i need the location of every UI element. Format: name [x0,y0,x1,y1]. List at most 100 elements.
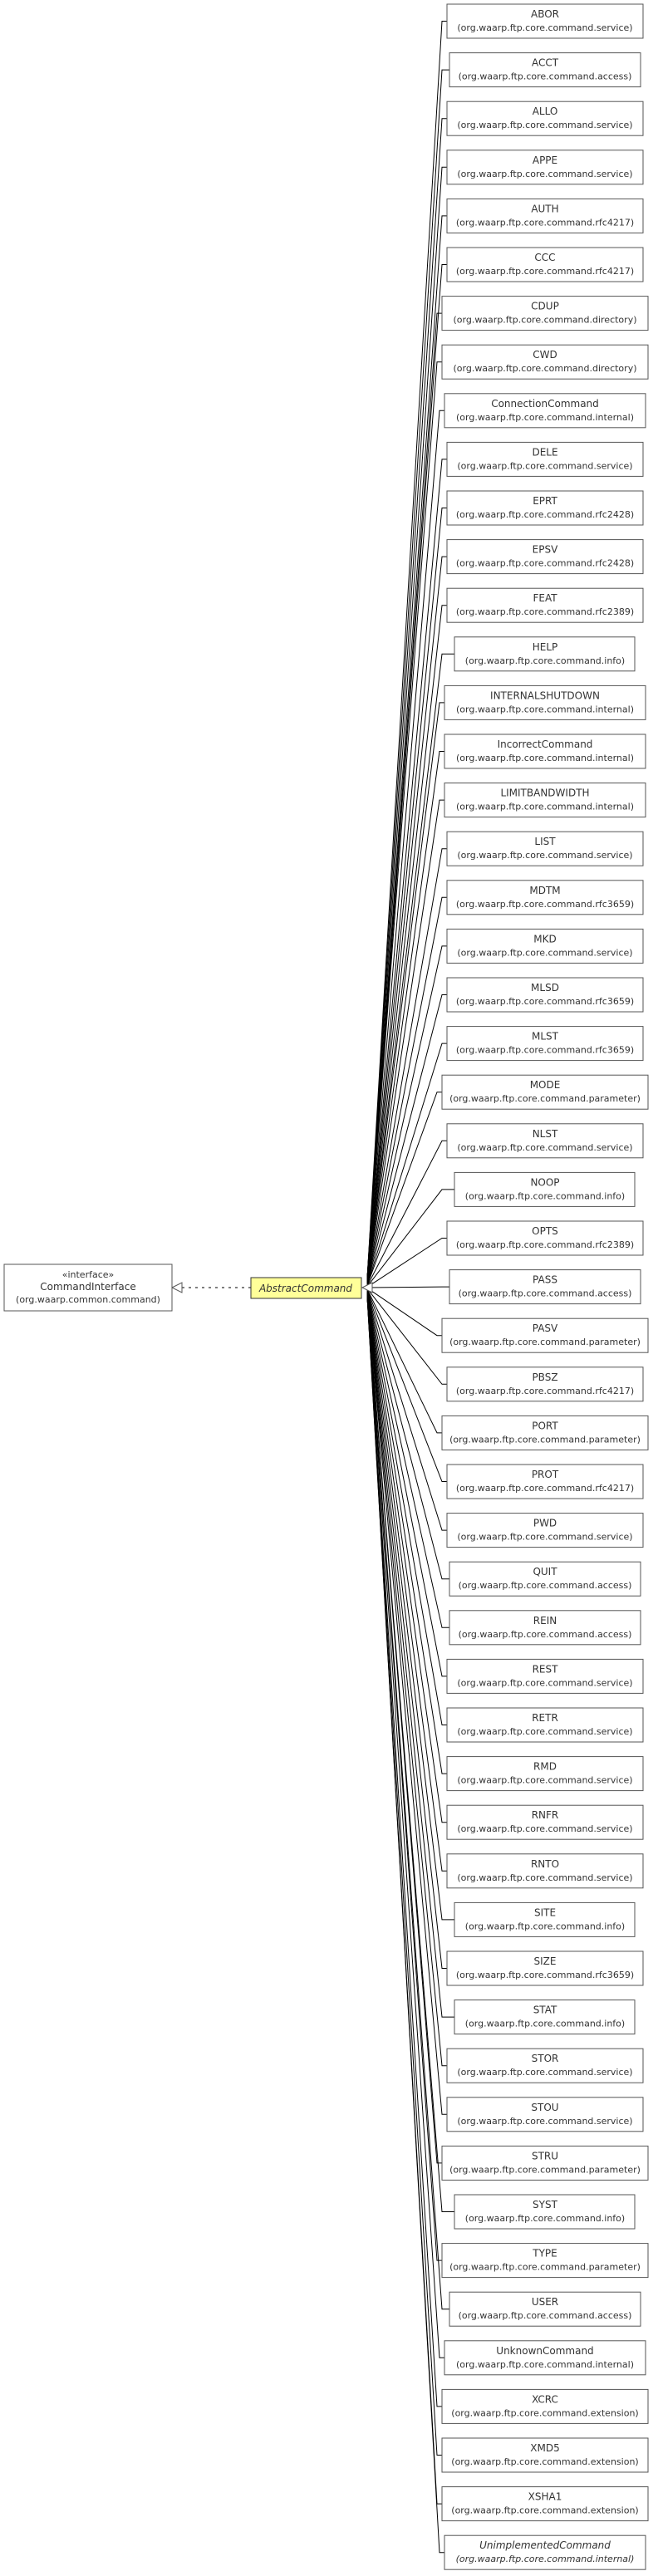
subclass-package: (org.waarp.ftp.core.command.access) [459,1629,632,1640]
subclass-node[interactable]: QUIT(org.waarp.ftp.core.command.access) [449,1561,641,1597]
subclass-node[interactable]: STAT(org.waarp.ftp.core.command.info) [454,1999,636,2035]
inheritance-edge [366,1286,449,1288]
subclass-node[interactable]: SIZE(org.waarp.ftp.core.command.rfc3659) [446,1950,644,1986]
subclass-package: (org.waarp.ftp.core.command.parameter) [449,2262,641,2273]
inheritance-edge [366,994,447,1285]
subclass-name: SYST [533,2199,558,2210]
subclass-node[interactable]: USER(org.waarp.ftp.core.command.access) [449,2291,641,2327]
subclass-node[interactable]: CCC(org.waarp.ftp.core.command.rfc4217) [446,247,644,282]
subclass-package: (org.waarp.ftp.core.command.service) [457,1532,632,1543]
subclass-node[interactable]: RNTO(org.waarp.ftp.core.command.service) [446,1853,644,1889]
abstract-command-node[interactable]: AbstractCommand [250,1277,362,1299]
subclass-node[interactable]: PORT(org.waarp.ftp.core.command.paramete… [441,1415,649,1450]
subclass-package: (org.waarp.ftp.core.command.internal) [456,2554,635,2564]
subclass-node[interactable]: AUTH(org.waarp.ftp.core.command.rfc4217) [446,198,644,233]
subclass-node[interactable]: PWD (org.waarp.ftp.core.command.service) [446,1513,644,1548]
subclass-node[interactable]: IncorrectCommand(org.waarp.ftp.core.comm… [444,734,646,769]
subclass-name: TYPE [532,2248,557,2260]
subclass-node[interactable]: ALLO(org.waarp.ftp.core.command.service) [446,101,644,136]
subclass-name: PASV [533,1322,558,1334]
subclass-name: DELE [532,446,557,458]
subclass-node[interactable]: NLST (org.waarp.ftp.core.command.service) [446,1123,644,1159]
subclass-node[interactable]: XMD5(org.waarp.ftp.core.command.extensio… [441,2437,649,2473]
subclass-node[interactable]: MLST(org.waarp.ftp.core.command.rfc3659) [446,1026,644,1062]
subclass-node[interactable]: ABOR(org.waarp.ftp.core.command.service) [446,3,644,39]
subclass-node[interactable]: STRU(org.waarp.ftp.core.command.paramete… [441,2145,649,2181]
subclass-node[interactable]: FEAT(org.waarp.ftp.core.command.rfc2389) [446,587,644,623]
subclass-package: (org.waarp.ftp.core.command.service) [457,460,632,471]
subclass-package: (org.waarp.ftp.core.command.service) [457,2067,632,2078]
subclass-node[interactable]: CWD(org.waarp.ftp.core.command.directory… [441,344,649,380]
subclass-package: (org.waarp.ftp.core.command.extension) [451,2505,638,2516]
subclass-node[interactable]: LIMITBANDWIDTH(org.waarp.ftp.core.comman… [444,783,646,818]
subclass-name: LIMITBANDWIDTH [500,788,589,799]
generalization-arrowhead [361,1282,373,1293]
subclass-package: (org.waarp.ftp.core.command.internal) [456,704,634,714]
subclass-node[interactable]: MODE(org.waarp.ftp.core.command.paramete… [441,1074,649,1110]
inheritance-edge [366,1291,447,1677]
inheritance-edge [366,1293,447,1823]
inheritance-edge [366,848,447,1283]
subclass-name: CDUP [531,301,559,312]
subclass-name: HELP [533,641,558,653]
subclass-node[interactable]: PBSZ(org.waarp.ftp.core.command.rfc4217) [446,1367,644,1402]
subclass-node[interactable]: XSHA1 (org.waarp.ftp.core.command.extensi… [441,2486,649,2522]
subclass-node[interactable]: OPTS(org.waarp.ftp.core.command.rfc2389) [446,1220,644,1256]
subclass-package: (org.waarp.ftp.core.command.internal) [456,412,634,423]
subclass-name: OPTS [532,1225,558,1237]
subclass-node[interactable]: SITE(org.waarp.ftp.core.command.info) [454,1901,636,1937]
subclass-node[interactable]: TYPE (org.waarp.ftp.core.command.paramete… [441,2243,649,2279]
subclass-name: MLST [532,1031,559,1043]
subclass-package: (org.waarp.ftp.core.command.service) [457,1142,632,1153]
subclass-node[interactable]: PROT(org.waarp.ftp.core.command.rfc4217) [446,1464,644,1499]
subclass-node[interactable]: EPSV(org.waarp.ftp.core.command.rfc2428) [446,539,644,575]
subclass-node[interactable]: RNFR(org.waarp.ftp.core.command.service) [446,1804,644,1840]
subclass-package: (org.waarp.ftp.core.command.service) [457,1775,632,1786]
subclass-node[interactable]: SYST(org.waarp.ftp.core.command.info) [454,2194,636,2230]
subclass-node[interactable]: ACCT(org.waarp.ftp.core.command.access) [449,52,641,88]
subclass-node[interactable]: RETR(org.waarp.ftp.core.command.service) [446,1707,644,1743]
subclass-node[interactable]: REIN(org.waarp.ftp.core.command.access) [449,1610,641,1646]
subclass-node[interactable]: MKD(org.waarp.ftp.core.command.service) [446,928,644,964]
subclass-name: IncorrectCommand [498,738,593,750]
inheritance-edge [366,1294,454,2018]
subclass-name: CCC [534,252,555,263]
inheritance-edge [366,166,447,1279]
subclass-name: XSHA1 [528,2491,562,2503]
subclass-package: (org.waarp.ftp.core.command.parameter) [449,1337,641,1347]
subclass-node[interactable]: PASV (org.waarp.ftp.core.command.paramete… [441,1317,649,1353]
subclass-node[interactable]: ConnectionCommand(org.waarp.ftp.core.com… [444,393,646,429]
subclass-node[interactable]: DELE (org.waarp.ftp.core.command.service) [446,441,644,477]
subclass-node[interactable]: MLSD(org.waarp.ftp.core.command.rfc3659) [446,977,644,1013]
subclass-node[interactable]: EPRT(org.waarp.ftp.core.command.rfc2428) [446,490,644,526]
inheritance-edge [366,1288,447,1385]
subclass-node[interactable]: MDTM(org.waarp.ftp.core.command.rfc3659) [446,880,644,915]
subclass-node[interactable]: INTERNALSHUTDOWN(org.waarp.ftp.core.comm… [444,684,646,720]
subclass-node[interactable]: LIST(org.waarp.ftp.core.command.service) [446,831,644,866]
inheritance-edge [366,1296,442,2164]
subclass-node[interactable]: HELP(org.waarp.ftp.core.command.info) [454,636,636,672]
subclass-node[interactable]: UnknownCommand(org.waarp.ftp.core.comman… [444,2340,646,2376]
inheritance-edge [366,1290,449,1628]
subclass-node[interactable]: CDUP(org.waarp.ftp.core.command.director… [441,296,649,331]
subclass-name: PWD [533,1518,557,1529]
subclass-name: NLST [533,1128,558,1140]
inheritance-edge [366,1288,442,1434]
subclass-name: XMD5 [530,2442,559,2454]
inheritance-edge [366,751,444,1283]
subclass-node[interactable]: XCRC(org.waarp.ftp.core.command.extensio… [441,2388,649,2424]
subclass-package: (org.waarp.ftp.core.command.service) [457,1677,632,1688]
subclass-node[interactable]: RMD(org.waarp.ftp.core.command.service) [446,1756,644,1792]
subclass-node[interactable]: APPE(org.waarp.ftp.core.command.service) [446,150,644,185]
subclass-node[interactable]: NOOP(org.waarp.ftp.core.command.info) [454,1171,636,1207]
subclass-node[interactable]: STOU(org.waarp.ftp.core.command.service) [446,2097,644,2132]
subclass-name: MDTM [529,885,560,896]
subclass-node[interactable]: UnimplementedCommand(org.waarp.ftp.core.… [444,2534,646,2570]
subclass-node[interactable]: STOR(org.waarp.ftp.core.command.service) [446,2048,644,2083]
subclass-node[interactable]: PASS(org.waarp.ftp.core.command.access) [449,1269,641,1305]
interface-node[interactable]: «interface» CommandInterface (org.waarp.… [3,1263,173,1312]
subclass-node[interactable]: REST(org.waarp.ftp.core.command.service) [446,1658,644,1694]
subclass-name: PROT [532,1469,559,1480]
subclass-name: APPE [533,155,557,166]
